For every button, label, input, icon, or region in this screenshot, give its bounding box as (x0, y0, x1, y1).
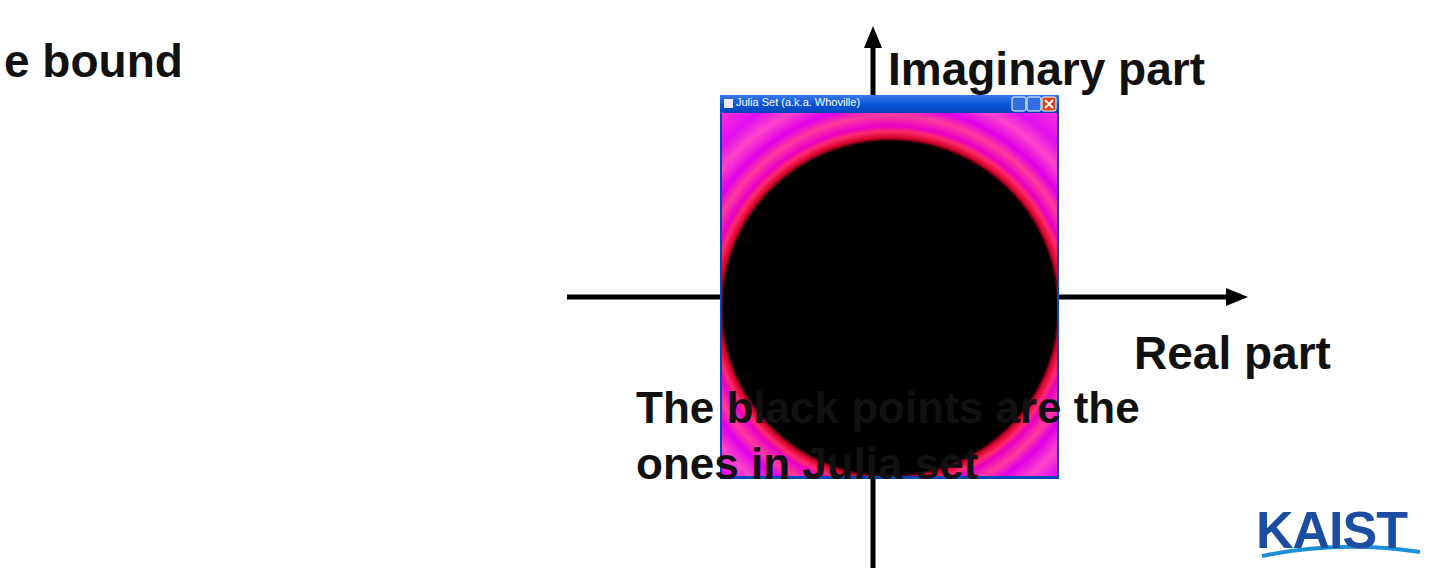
caption-note: The black points are the ones in Julia s… (636, 380, 1156, 492)
axis-arrowhead (1226, 288, 1248, 306)
logo-text: KAIST (1256, 500, 1407, 560)
axis-label: Real part (1134, 326, 1331, 380)
axis-label: Imaginary part (888, 42, 1205, 96)
slide-text: e bound (4, 34, 183, 88)
axis-arrowhead (864, 26, 882, 48)
window-title: Julia Set (a.k.a. Whoville) (736, 96, 860, 108)
